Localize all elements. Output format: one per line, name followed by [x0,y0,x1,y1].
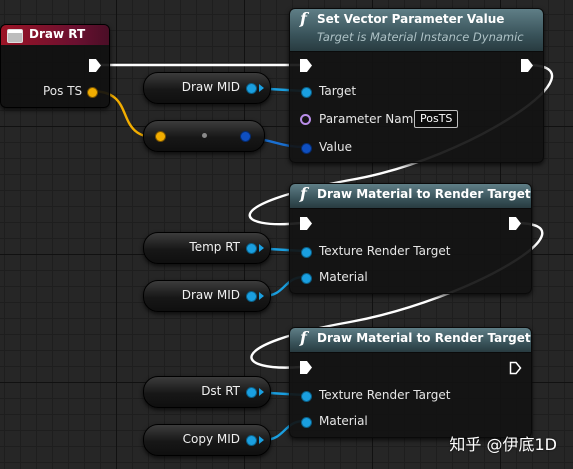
variable-node-draw-mid-2[interactable]: Draw MID [143,280,271,312]
material-pin-label: Material [319,270,368,284]
node-header: f Draw Material to Render Target [290,184,531,209]
texture-render-target-pin-label: Texture Render Target [319,244,451,258]
reroute-node[interactable] [143,120,265,152]
reroute-output-pin[interactable] [240,131,251,142]
variable-output-pin[interactable] [246,387,257,398]
variable-label: Dst RT [201,384,240,398]
variable-label: Copy MID [182,432,240,446]
set-vector-parameter-value-node[interactable]: f Set Vector Parameter Value Target is M… [289,8,544,163]
pin-arrow-icon [259,436,264,444]
value-pin-label: Value [319,140,352,154]
function-icon: f [300,328,307,347]
texture-render-target-pin-label: Texture Render Target [319,388,451,402]
material-input-pin[interactable] [301,273,312,284]
pin-arrow-icon [259,388,264,396]
variable-label: Draw MID [181,80,240,94]
variable-node-temp-rt[interactable]: Temp RT [143,232,271,264]
watermark: 知乎 @伊底1D [449,435,557,454]
function-icon: f [300,9,307,28]
parameter-name-pin-label: Parameter Name [319,112,421,126]
exec-input-pin[interactable] [300,361,312,374]
event-icon [7,29,23,43]
pin-arrow-icon [259,84,264,92]
variable-node-copy-mid[interactable]: Copy MID [143,424,271,456]
node-header: f Set Vector Parameter Value Target is M… [290,9,543,52]
exec-output-pin[interactable] [89,59,101,72]
node-subtitle: Target is Material Instance Dynamic [317,30,524,44]
exec-input-pin[interactable] [300,217,312,230]
event-node-header: Draw RT [1,25,109,45]
value-input-pin[interactable] [301,143,312,154]
pos-ts-pin-label: Pos TS [43,84,83,98]
draw-material-to-render-target-node-2[interactable]: f Draw Material to Render Target Texture… [289,327,532,438]
parameter-name-field[interactable]: PosTS [414,110,459,128]
target-pin-label: Target [319,84,357,98]
material-input-pin[interactable] [301,417,312,428]
target-input-pin[interactable] [301,87,312,98]
texture-render-target-input-pin[interactable] [301,247,312,258]
exec-output-pin[interactable] [521,59,533,72]
pin-arrow-icon [259,292,264,300]
draw-material-to-render-target-node-1[interactable]: f Draw Material to Render Target Texture… [289,183,532,294]
event-node-title: Draw RT [29,27,86,41]
variable-output-pin[interactable] [246,243,257,254]
variable-node-dst-rt[interactable]: Dst RT [143,376,271,408]
node-title: Draw Material to Render Target [317,331,531,345]
event-node-draw-rt[interactable]: Draw RT Pos TS [0,24,110,108]
pos-ts-output-pin[interactable] [87,87,98,98]
exec-output-pin[interactable] [509,361,522,375]
parameter-name-input-pin[interactable] [300,114,311,125]
variable-output-pin[interactable] [246,291,257,302]
variable-node-draw-mid-1[interactable]: Draw MID [143,72,271,104]
reroute-center-dot [202,133,207,138]
variable-label: Temp RT [189,240,240,254]
variable-label: Draw MID [181,288,240,302]
node-header: f Draw Material to Render Target [290,328,531,353]
node-title: Draw Material to Render Target [317,187,531,201]
texture-render-target-input-pin[interactable] [301,391,312,402]
exec-output-pin[interactable] [509,217,521,230]
function-icon: f [300,184,307,203]
material-pin-label: Material [319,414,368,428]
exec-input-pin[interactable] [300,59,312,72]
node-title: Set Vector Parameter Value [317,12,505,26]
pin-arrow-icon [259,244,264,252]
hollow-exec-arrow-icon [509,361,522,375]
variable-output-pin[interactable] [246,435,257,446]
variable-output-pin[interactable] [246,83,257,94]
reroute-input-pin[interactable] [155,131,166,142]
